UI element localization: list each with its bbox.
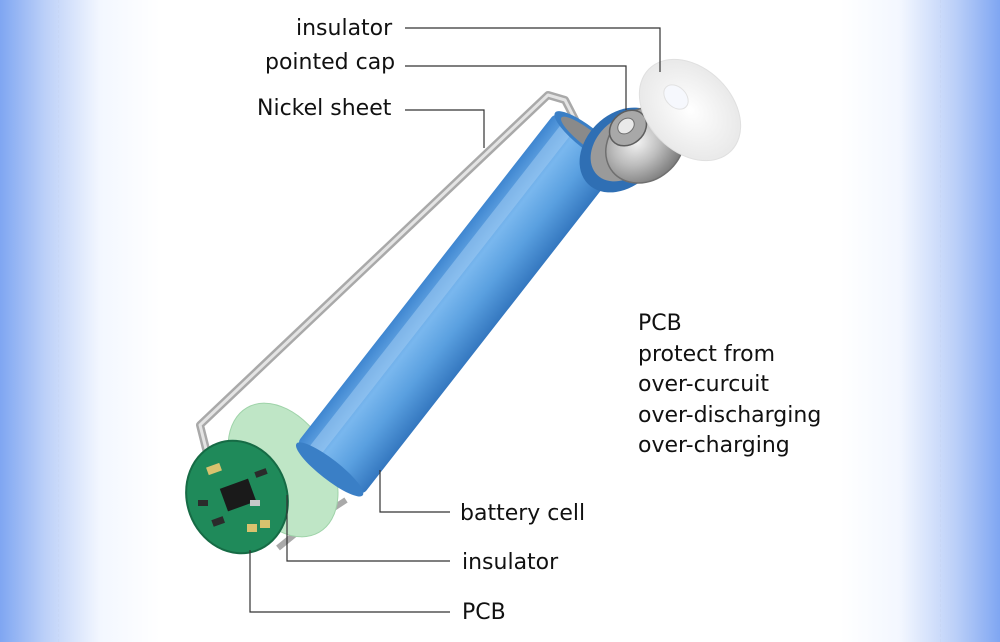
battery-cell	[295, 111, 622, 497]
leader-nickel-sheet	[405, 109, 485, 148]
label-insulator-top: insulator	[296, 16, 393, 41]
pcb-board	[185, 439, 289, 555]
leader-pcb	[249, 550, 450, 613]
pcb-note-line: over-discharging	[638, 402, 822, 428]
leader-insulator-top	[405, 27, 661, 72]
pcb-note-line: PCB	[638, 311, 682, 336]
leader-battery-cell	[379, 470, 450, 513]
pcb-protection-note: PCB protect from over-curcuit over-disch…	[638, 309, 821, 462]
pcb-note-line: protect from	[638, 341, 776, 367]
label-nickel-sheet: Nickel sheet	[257, 96, 392, 121]
label-insulator-bottom: insulator	[462, 550, 559, 575]
label-pointed-cap: pointed cap	[265, 50, 396, 75]
pcb-note-line: over-curcuit	[638, 372, 769, 397]
pcb-note-line: over-charging	[638, 433, 790, 458]
right-dashed-guide	[940, 0, 941, 642]
label-battery-cell: battery cell	[460, 501, 586, 526]
leader-pointed-cap	[405, 65, 627, 110]
top-insulator-washer	[638, 58, 742, 162]
nickel-sheet-strip-highlight	[198, 93, 585, 466]
leader-insulator-bottom	[286, 495, 450, 562]
left-dashed-guide	[58, 0, 59, 642]
leader-lines	[249, 27, 661, 613]
label-pcb: PCB	[462, 600, 506, 625]
